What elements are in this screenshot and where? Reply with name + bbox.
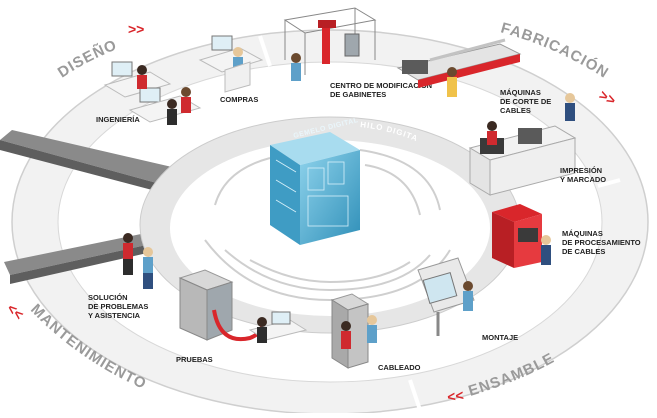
platform-upper-left-edge xyxy=(0,140,175,196)
station-label-procesamiento: MÁQUINAS DE PROCESAMIENTO DE CABLES xyxy=(562,229,643,256)
platform-upper-left xyxy=(0,130,185,188)
station-label-corte: MÁQUINAS DE CORTE DE CABLES xyxy=(500,88,553,115)
chevron-right-icon: >> xyxy=(128,21,144,37)
station-impresion-illustration xyxy=(468,93,577,196)
station-corte-illustration xyxy=(396,38,522,97)
chevron-left-icon: << xyxy=(446,387,464,405)
station-label-ingenieria: INGENIERÍA xyxy=(96,115,140,124)
chevron-left-icon: << xyxy=(4,300,27,323)
ring-divider xyxy=(408,379,422,411)
station-montaje-illustration xyxy=(417,257,475,336)
ring-divider xyxy=(597,178,621,188)
ring-divider xyxy=(258,35,272,67)
station-cableado-illustration xyxy=(330,293,377,369)
chevron-right-icon: >> xyxy=(597,87,619,109)
station-solucion-illustration xyxy=(123,233,153,289)
station-gabinetes-illustration xyxy=(283,7,377,81)
phase-label-diseno: DISEÑO xyxy=(55,37,120,82)
station-label-solucion: SOLUCIÓN DE PROBLEMAS Y ASISTENCIA xyxy=(88,293,151,320)
station-pruebas-illustration xyxy=(178,269,308,343)
station-label-impresion: IMPRESIÓN Y MARCADO xyxy=(560,166,606,184)
station-procesamiento-illustration xyxy=(492,204,551,268)
station-label-cableado: CABLEADO xyxy=(378,363,421,372)
station-compras-illustration xyxy=(198,35,264,93)
station-ingenieria-illustration xyxy=(103,61,202,125)
station-label-montaje: MONTAJE xyxy=(482,333,518,342)
station-label-compras: COMPRAS xyxy=(220,95,258,104)
station-label-pruebas: PRUEBAS xyxy=(176,355,213,364)
station-label-gabinetes: CENTRO DE MODIFICACIÓN DE GABINETES xyxy=(330,81,434,99)
